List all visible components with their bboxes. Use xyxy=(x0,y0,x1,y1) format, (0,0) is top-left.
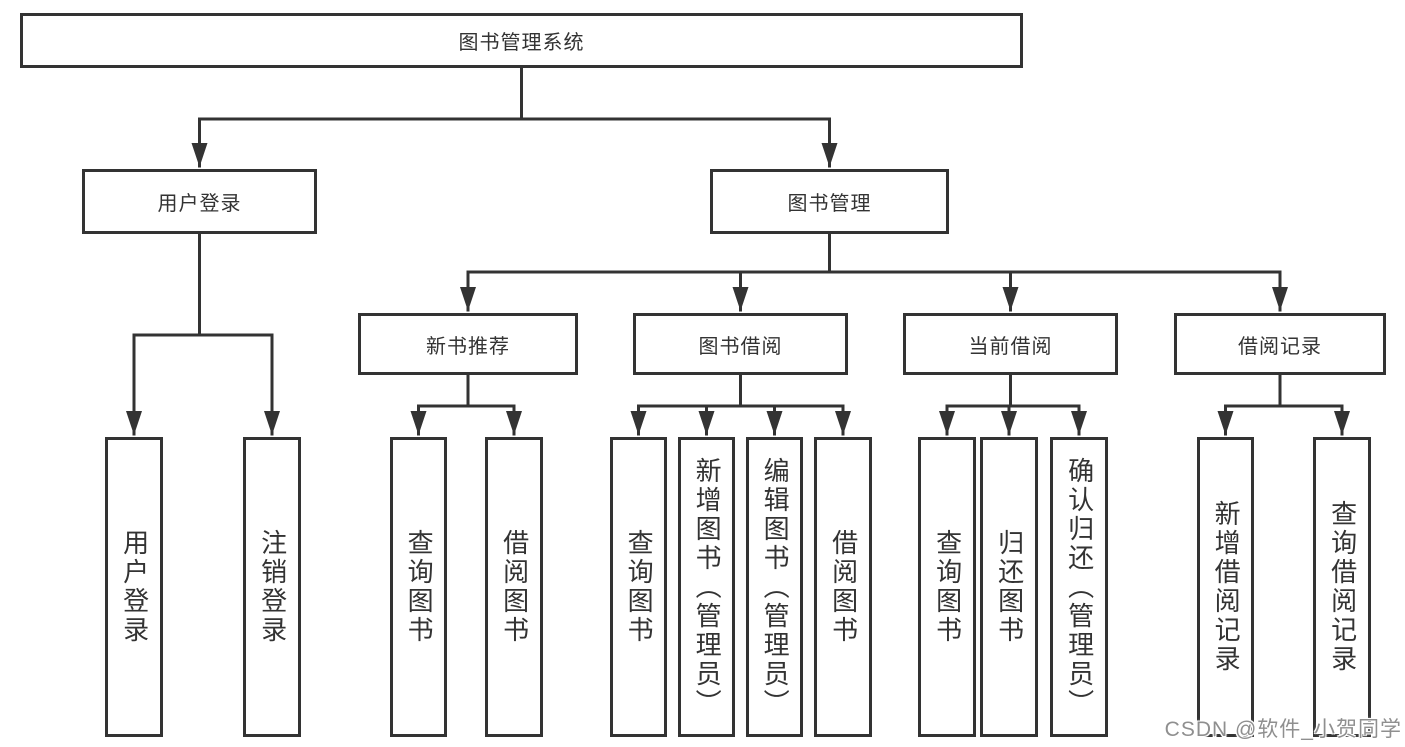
nb-borrow-books-box: 借阅图书 xyxy=(485,437,543,737)
borrow-records-box: 借阅记录 xyxy=(1174,313,1386,375)
br-add-record-box: 新增借阅记录 xyxy=(1197,437,1254,737)
book-management-label: 图书管理 xyxy=(787,193,872,215)
edge-trunk-user-login-module xyxy=(132,232,274,337)
nb-borrow-books-label: 借阅图书 xyxy=(499,529,530,645)
br-query-record-box: 查询借阅记录 xyxy=(1313,437,1371,737)
login-action-label: 用户登录 xyxy=(119,529,150,645)
cb-return-books-label: 归还图书 xyxy=(994,529,1025,645)
cb-query-books-label: 查询图书 xyxy=(932,529,963,645)
user-login-module-box: 用户登录 xyxy=(82,169,317,234)
edge-trunk-borrow-records xyxy=(1224,373,1344,408)
bb-query-books-box: 查询图书 xyxy=(610,437,667,737)
edge-trunk-new-book-recommend xyxy=(417,373,516,408)
book-borrow-box: 图书借阅 xyxy=(633,313,848,375)
root-system-label: 图书管理系统 xyxy=(458,32,585,54)
br-add-record-label: 新增借阅记录 xyxy=(1211,500,1242,674)
edge-trunk-current-borrow xyxy=(945,373,1081,408)
cb-confirm-return-box: 确认归还（管理员） xyxy=(1050,437,1108,737)
new-book-recommend-label: 新书推荐 xyxy=(426,335,510,358)
edge-trunk-root-system xyxy=(198,66,831,121)
cb-query-books-box: 查询图书 xyxy=(918,437,976,737)
logout-action-box: 注销登录 xyxy=(243,437,301,737)
bb-edit-books-label: 编辑图书（管理员） xyxy=(760,456,791,718)
current-borrow-box: 当前借阅 xyxy=(903,313,1118,375)
edge-trunk-book-management xyxy=(466,232,1282,274)
borrow-records-label: 借阅记录 xyxy=(1238,335,1322,358)
bb-edit-books-box: 编辑图书（管理员） xyxy=(746,437,803,737)
login-action-box: 用户登录 xyxy=(105,437,163,737)
bb-add-books-box: 新增图书（管理员） xyxy=(678,437,735,737)
edge-trunk-book-borrow xyxy=(637,373,845,408)
new-book-recommend-box: 新书推荐 xyxy=(358,313,578,375)
user-login-module-label: 用户登录 xyxy=(157,193,242,215)
bb-borrow-books-label: 借阅图书 xyxy=(828,529,859,645)
csdn-watermark: CSDN @软件_小贺同学 xyxy=(1164,718,1402,741)
book-borrow-label: 图书借阅 xyxy=(698,335,783,358)
cb-confirm-return-label: 确认归还（管理员） xyxy=(1064,456,1095,718)
book-management-box: 图书管理 xyxy=(710,169,949,234)
nb-query-books-box: 查询图书 xyxy=(390,437,447,737)
bb-query-books-label: 查询图书 xyxy=(624,529,655,645)
br-query-record-label: 查询借阅记录 xyxy=(1327,500,1358,674)
tree-edges xyxy=(126,66,1350,436)
bb-add-books-label: 新增图书（管理员） xyxy=(692,456,723,718)
nb-query-books-label: 查询图书 xyxy=(404,529,435,645)
bb-borrow-books-box: 借阅图书 xyxy=(814,437,872,737)
current-borrow-label: 当前借阅 xyxy=(968,335,1053,358)
root-system-box: 图书管理系统 xyxy=(20,13,1023,68)
cb-return-books-box: 归还图书 xyxy=(980,437,1038,737)
logout-action-label: 注销登录 xyxy=(257,529,288,645)
